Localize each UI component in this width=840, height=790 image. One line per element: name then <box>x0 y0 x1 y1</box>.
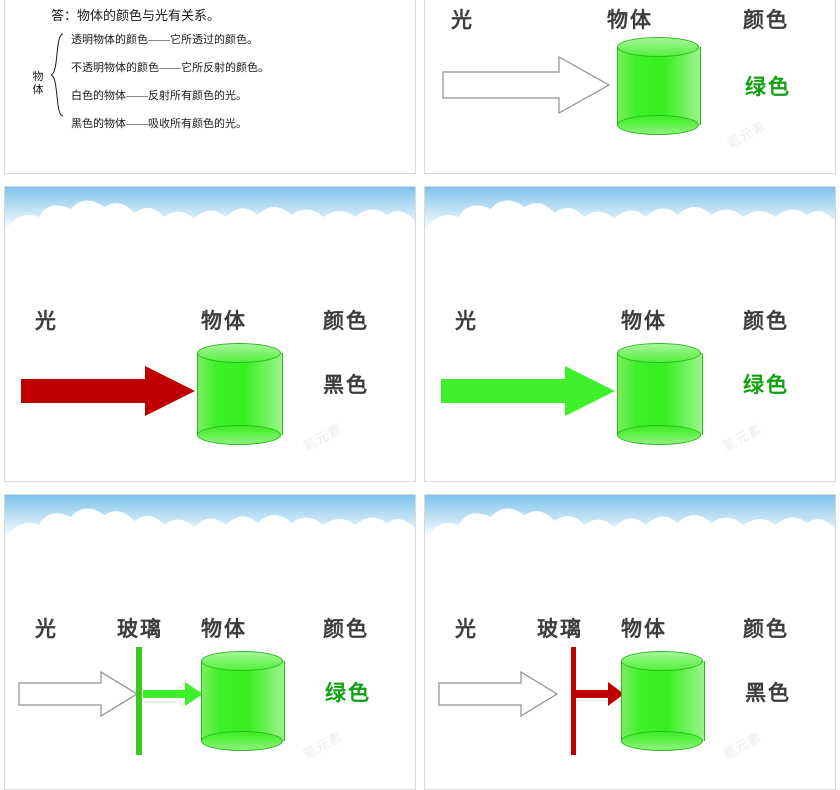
incident-light-arrow <box>442 55 611 115</box>
header-color: 颜色 <box>743 618 789 641</box>
brace-item-2: 不透明物体的颜色——它所反射的颜色。 <box>71 62 269 74</box>
result-color-text: 黑色 <box>745 682 791 705</box>
header-light: 光 <box>451 9 474 32</box>
header-color: 颜色 <box>323 618 369 641</box>
watermark: 氪元素 <box>300 728 345 762</box>
slide-6[interactable]: 光 玻璃 物体 颜色 黑色 氪元素 <box>424 494 836 790</box>
incident-light-arrow <box>18 670 139 718</box>
brace-label: 物体 <box>32 71 44 96</box>
watermark: 氪元素 <box>720 728 765 762</box>
header-light: 光 <box>455 310 478 333</box>
cloud-banner <box>425 495 835 539</box>
slide-3[interactable]: 光 物体 颜色 黑色 氪元素 <box>4 186 416 482</box>
header-object: 物体 <box>621 310 667 333</box>
green-cylinder <box>617 37 701 135</box>
watermark: 氪元素 <box>724 117 769 151</box>
cloud-banner <box>425 187 835 231</box>
green-cylinder <box>621 651 705 751</box>
green-cylinder <box>617 343 703 445</box>
header-light: 光 <box>35 618 58 641</box>
incident-light-arrow <box>21 366 195 416</box>
transmitted-light-arrow <box>143 682 203 706</box>
header-object: 物体 <box>607 9 653 32</box>
incident-light-arrow <box>441 366 615 416</box>
green-glass-bar <box>136 647 142 755</box>
watermark: 氪元素 <box>720 420 765 454</box>
cloud-banner <box>5 495 415 539</box>
brace-icon <box>50 33 64 117</box>
slide-2[interactable]: 光 物体 颜色 绿色 氪元素 <box>424 0 836 174</box>
header-glass: 玻璃 <box>117 618 163 641</box>
header-color: 颜色 <box>743 9 789 32</box>
watermark: 氪元素 <box>300 420 345 454</box>
brace-item-4: 黑色的物体——吸收所有颜色的光。 <box>71 118 247 130</box>
green-cylinder <box>197 343 283 445</box>
result-color-text: 黑色 <box>323 374 369 397</box>
slide-4[interactable]: 光 物体 颜色 绿色 氪元素 <box>424 186 836 482</box>
brace-item-3: 白色的物体——反射所有颜色的光。 <box>71 90 247 102</box>
header-glass: 玻璃 <box>537 618 583 641</box>
red-glass-bar <box>571 647 576 755</box>
header-light: 光 <box>455 618 478 641</box>
brace-item-1: 透明物体的颜色——它所透过的颜色。 <box>71 34 258 46</box>
result-color-text: 绿色 <box>745 76 791 99</box>
green-cylinder <box>201 651 285 751</box>
header-color: 颜色 <box>743 310 789 333</box>
header-object: 物体 <box>201 618 247 641</box>
header-light: 光 <box>35 310 58 333</box>
incident-light-arrow <box>438 670 559 718</box>
header-object: 物体 <box>201 310 247 333</box>
header-object: 物体 <box>621 618 667 641</box>
cloud-banner <box>5 187 415 231</box>
result-color-text: 绿色 <box>743 374 789 397</box>
slide-1[interactable]: 答：物体的颜色与光有关系。 物体 透明物体的颜色——它所透过的颜色。 不透明物体… <box>4 0 416 174</box>
slide-5[interactable]: 光 玻璃 物体 颜色 绿色 氪元素 <box>4 494 416 790</box>
transmitted-light-arrow <box>576 682 624 706</box>
answer-line: 答：物体的颜色与光有关系。 <box>51 8 221 23</box>
header-color: 颜色 <box>323 310 369 333</box>
result-color-text: 绿色 <box>325 682 371 705</box>
